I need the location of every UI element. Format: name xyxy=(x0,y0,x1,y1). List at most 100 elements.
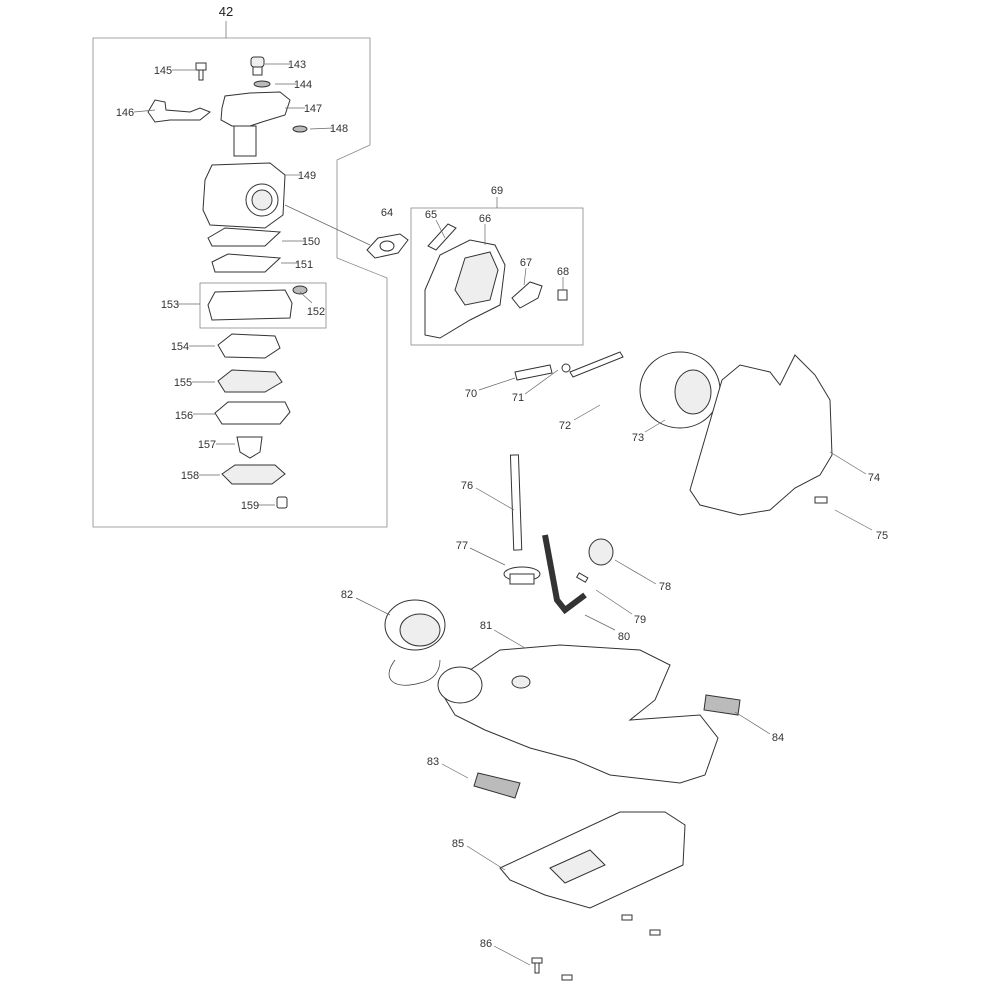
primer-157 xyxy=(236,436,263,459)
leader-line-79 xyxy=(595,589,633,615)
bolt-72 xyxy=(569,351,624,378)
callout-155: 155 xyxy=(174,377,192,389)
callout-82: 82 xyxy=(341,589,353,601)
screw-159 xyxy=(276,496,288,509)
callout-65: 65 xyxy=(425,209,437,221)
gasket-151 xyxy=(211,253,282,273)
callout-86: 86 xyxy=(480,938,492,950)
leader-line-146 xyxy=(133,109,156,113)
leader-line-72 xyxy=(573,404,601,421)
leader-line-152 xyxy=(299,291,313,304)
screw-86 xyxy=(531,914,661,981)
leader-line-74 xyxy=(829,451,867,475)
callout-76: 76 xyxy=(461,480,473,492)
cover-158 xyxy=(221,464,286,485)
callout-148: 148 xyxy=(330,123,348,135)
callout-68: 68 xyxy=(557,266,569,278)
gasket-154 xyxy=(217,333,281,359)
callout-85: 85 xyxy=(452,838,464,850)
cap-82 xyxy=(384,599,446,686)
tank-81-neck xyxy=(437,666,483,704)
cover-156 xyxy=(214,401,291,425)
plug-152 xyxy=(292,285,308,295)
leader-line-80 xyxy=(584,614,616,631)
group-box-42 xyxy=(92,37,388,528)
callout-73: 73 xyxy=(632,432,644,444)
diaphragm-155 xyxy=(217,369,283,393)
callout-150: 150 xyxy=(302,236,320,248)
cover-147-stem xyxy=(233,125,257,157)
cover-147 xyxy=(220,91,291,127)
callout-158: 158 xyxy=(181,470,199,482)
callout-145: 145 xyxy=(154,65,172,77)
callout-81: 81 xyxy=(480,620,492,632)
tank-81 xyxy=(439,644,719,784)
callout-66: 66 xyxy=(479,213,491,225)
pump-153 xyxy=(207,289,293,321)
callout-71: 71 xyxy=(512,392,524,404)
washer-144 xyxy=(253,80,271,88)
washer-71 xyxy=(561,363,571,373)
callout-70: 70 xyxy=(465,388,477,400)
callout-157: 157 xyxy=(198,439,216,451)
callout-144: 144 xyxy=(294,79,312,91)
leader-line-77 xyxy=(469,547,506,566)
callout-83: 83 xyxy=(427,756,439,768)
bracket-70 xyxy=(514,364,553,381)
leader-line-71 xyxy=(524,369,559,395)
group-box-153 xyxy=(199,282,327,329)
leader-line-83 xyxy=(441,763,469,779)
leader-line-67 xyxy=(523,267,527,286)
screw-79 xyxy=(575,572,589,583)
callout-69: 69 xyxy=(491,185,503,197)
callout-78: 78 xyxy=(659,581,671,593)
leader-line-75 xyxy=(834,509,873,531)
filter-73 xyxy=(639,351,721,429)
leader-line-82 xyxy=(355,597,391,616)
leader-line-148 xyxy=(309,127,334,130)
grommet-77 xyxy=(503,566,541,585)
callout-154: 154 xyxy=(171,341,189,353)
callout-147: 147 xyxy=(304,103,322,115)
screw-75 xyxy=(814,496,828,504)
leader-line-85 xyxy=(466,845,506,871)
callout-146: 146 xyxy=(116,107,134,119)
leader-line-64 xyxy=(284,204,371,246)
cushion-84 xyxy=(703,694,741,716)
hose-76 xyxy=(509,454,523,551)
leader-line-73 xyxy=(644,419,666,433)
callout-74: 74 xyxy=(868,472,880,484)
callout-159: 159 xyxy=(241,500,259,512)
leader-line-84 xyxy=(734,711,771,735)
leader-line-86 xyxy=(493,945,531,966)
callout-149: 149 xyxy=(298,170,316,182)
gasket-150 xyxy=(207,227,282,247)
callout-152: 152 xyxy=(307,306,325,318)
clip-148 xyxy=(292,125,308,133)
leader-line-76 xyxy=(475,487,515,511)
plug-143 xyxy=(250,56,265,76)
leader-line-78 xyxy=(614,559,657,585)
filter-78 xyxy=(588,538,614,566)
lever-67 xyxy=(511,281,543,309)
leader-line-81 xyxy=(493,629,526,649)
screw-68 xyxy=(557,289,568,301)
callout-72: 72 xyxy=(559,420,571,432)
callout-156: 156 xyxy=(175,410,193,422)
callout-75: 75 xyxy=(876,530,888,542)
callout-80: 80 xyxy=(618,631,630,643)
callout-153: 153 xyxy=(161,299,179,311)
screw-145 xyxy=(195,62,207,81)
rod-65 xyxy=(427,223,457,251)
callout-84: 84 xyxy=(772,732,784,744)
callout-79: 79 xyxy=(634,614,646,626)
callout-143: 143 xyxy=(288,59,306,71)
cover-74 xyxy=(689,354,833,516)
leader-line-65 xyxy=(435,219,446,239)
lever-146 xyxy=(147,99,211,123)
callout-64: 64 xyxy=(381,207,393,219)
callout-42: 42 xyxy=(219,4,233,19)
